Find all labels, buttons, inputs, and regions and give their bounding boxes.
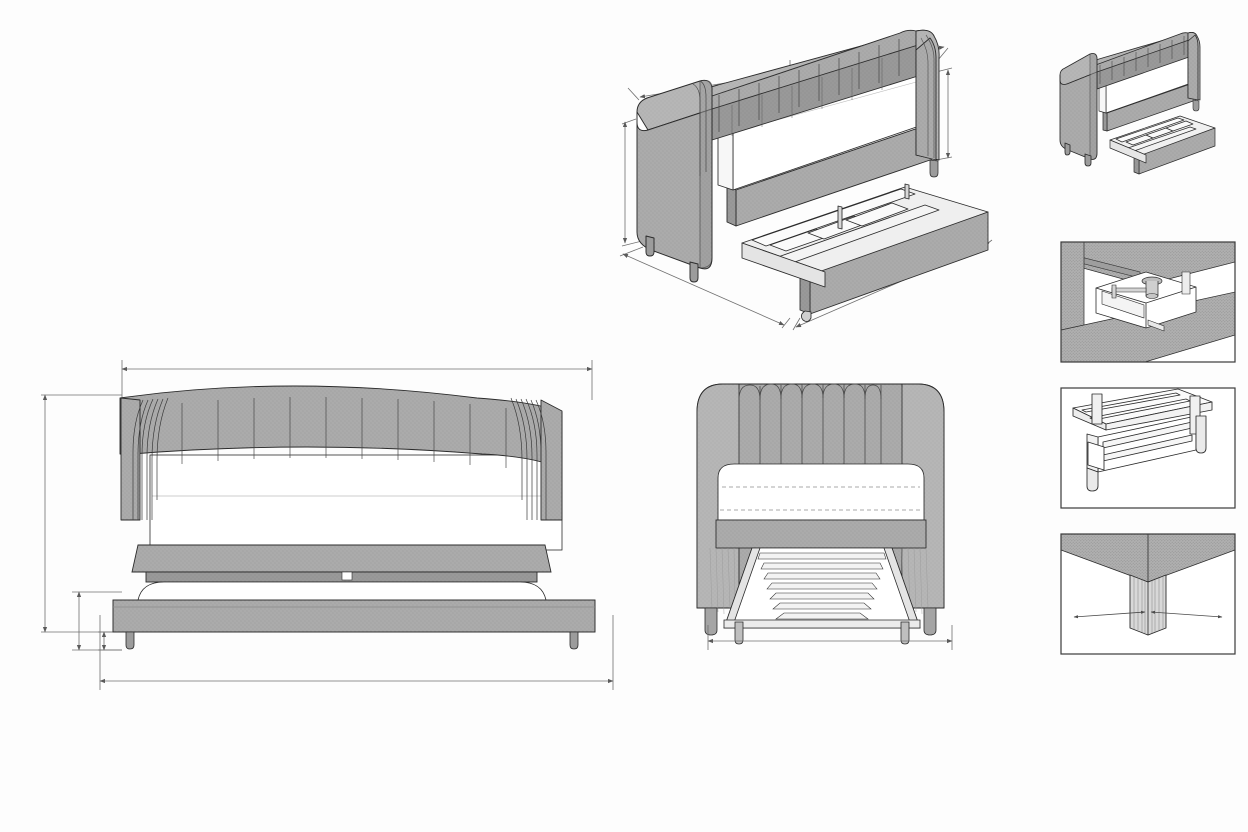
view-side-elevation [41, 360, 614, 690]
front-trundle-slats [723, 547, 921, 629]
iso-trundle [741, 183, 989, 323]
side-back-panel [119, 385, 563, 521]
iso-arm-left [636, 79, 713, 283]
front-mattress [717, 463, 925, 521]
view-front-elevation [696, 383, 953, 650]
detail-box-trundle-frame [1060, 387, 1236, 509]
side-trundle-front [137, 581, 547, 601]
front-dimensions [707, 625, 953, 650]
side-dimensions [41, 360, 614, 690]
view-iso-main [619, 29, 993, 331]
side-mid-rail [131, 544, 552, 583]
iso-frame-rail [726, 121, 937, 227]
iso-back-panel [699, 29, 935, 141]
detail-box-leg [1060, 533, 1236, 655]
side-base [112, 599, 596, 633]
detail-box-bracket [1060, 241, 1236, 363]
iso-legs-right [929, 159, 939, 178]
side-legs [125, 631, 579, 650]
view-iso-small [1059, 32, 1216, 175]
iso-arm-right [915, 29, 940, 161]
